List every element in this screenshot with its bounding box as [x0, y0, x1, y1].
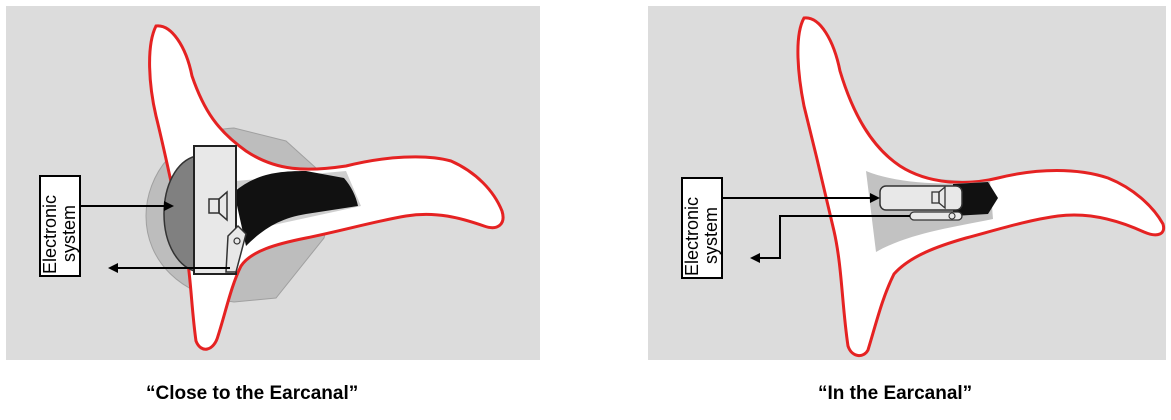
box-label-line1: Electronic — [682, 197, 702, 276]
microphone-icon — [225, 224, 247, 273]
diagram-svg-left: Electronic system — [6, 6, 540, 360]
electronic-system-box — [39, 175, 81, 277]
tube-black — [953, 182, 998, 216]
arrowhead-out — [164, 201, 174, 211]
speaker-icon — [208, 190, 228, 222]
box-label-line2: system — [701, 207, 721, 264]
close-to-earcanal-diagram: Electronic system — [6, 6, 540, 360]
signal-arrow-in — [756, 215, 910, 259]
box-label-line2: system — [59, 205, 79, 262]
arrowhead-in — [750, 253, 760, 263]
arrowhead-out — [870, 193, 880, 203]
electronic-system-box — [681, 177, 723, 279]
caption-in-earcanal: “In the Earcanal” — [818, 383, 973, 404]
speaker-icon — [931, 185, 946, 210]
device-body — [879, 185, 963, 211]
arrowhead-in — [108, 263, 118, 273]
in-earcanal-diagram: Electronic system — [648, 6, 1166, 360]
tube-black — [234, 171, 358, 246]
caption-close-to-earcanal: “Close to the Earcanal” — [146, 383, 359, 404]
diagram-svg-right: Electronic system — [648, 6, 1166, 360]
microphone-icon — [909, 211, 963, 221]
box-label-line1: Electronic — [40, 195, 60, 274]
